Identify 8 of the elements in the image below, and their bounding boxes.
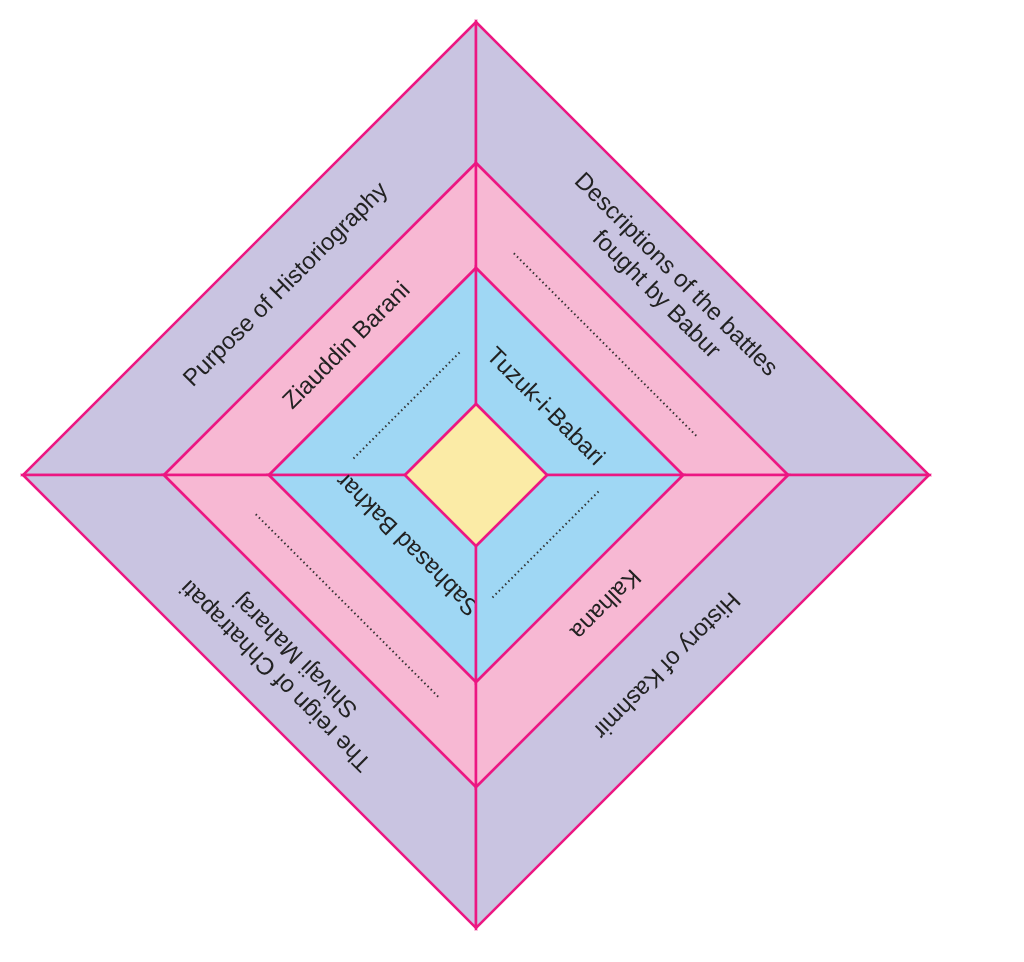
diagram-band [23,475,476,928]
diagram-band [476,475,929,928]
blank-band [476,163,788,475]
diagram-band [164,163,476,475]
diagram-band [476,22,929,475]
diagram-band [476,475,788,787]
blank-band [164,475,476,787]
diagram-band [23,22,476,475]
